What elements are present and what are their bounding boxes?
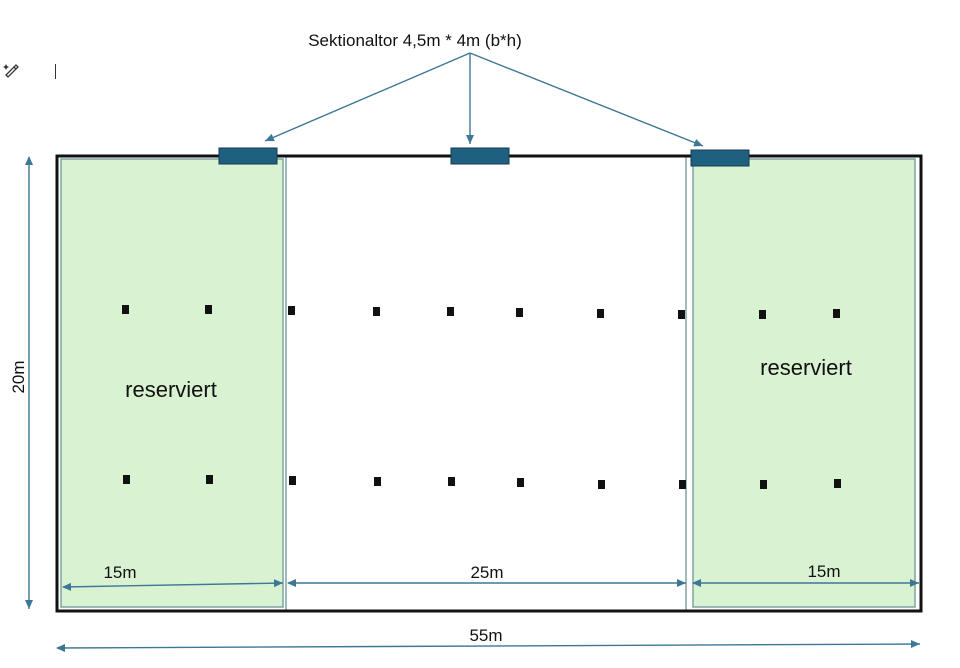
left-width-label: 15m bbox=[103, 563, 136, 582]
right-width-label: 15m bbox=[807, 562, 840, 581]
column bbox=[206, 475, 213, 484]
reserved-label-left: reserviert bbox=[125, 377, 217, 402]
column bbox=[597, 309, 604, 318]
column bbox=[448, 477, 455, 486]
column bbox=[516, 308, 523, 317]
column bbox=[205, 305, 212, 314]
column bbox=[123, 475, 130, 484]
reserved-zone-right bbox=[692, 158, 916, 608]
pen-sparkle-icon[interactable] bbox=[2, 60, 22, 80]
column bbox=[122, 305, 129, 314]
column bbox=[760, 480, 767, 489]
arrow-door-left bbox=[264, 52, 471, 142]
text-cursor bbox=[55, 64, 56, 79]
column bbox=[517, 478, 524, 487]
column bbox=[833, 309, 840, 318]
door-right bbox=[690, 149, 750, 167]
column bbox=[679, 480, 686, 489]
arrow-door-right bbox=[469, 52, 704, 147]
left-width-dimension-line bbox=[62, 579, 284, 591]
total-width-dimension-line bbox=[56, 640, 921, 652]
column bbox=[374, 477, 381, 486]
column bbox=[447, 307, 454, 316]
height-dimension-label: 20m bbox=[9, 360, 28, 393]
reserved-zone-left bbox=[60, 158, 284, 608]
door-left bbox=[218, 147, 278, 165]
column bbox=[759, 310, 766, 319]
column bbox=[288, 306, 295, 315]
column bbox=[598, 480, 605, 489]
door-middle bbox=[450, 147, 510, 165]
door-title: Sektionaltor 4,5m * 4m (b*h) bbox=[308, 31, 522, 50]
column bbox=[373, 307, 380, 316]
column bbox=[289, 476, 296, 485]
reserved-label-right: reserviert bbox=[760, 355, 852, 380]
middle-width-label: 25m bbox=[470, 563, 503, 582]
column bbox=[678, 310, 685, 319]
column bbox=[834, 479, 841, 488]
total-width-label: 55m bbox=[469, 626, 502, 645]
